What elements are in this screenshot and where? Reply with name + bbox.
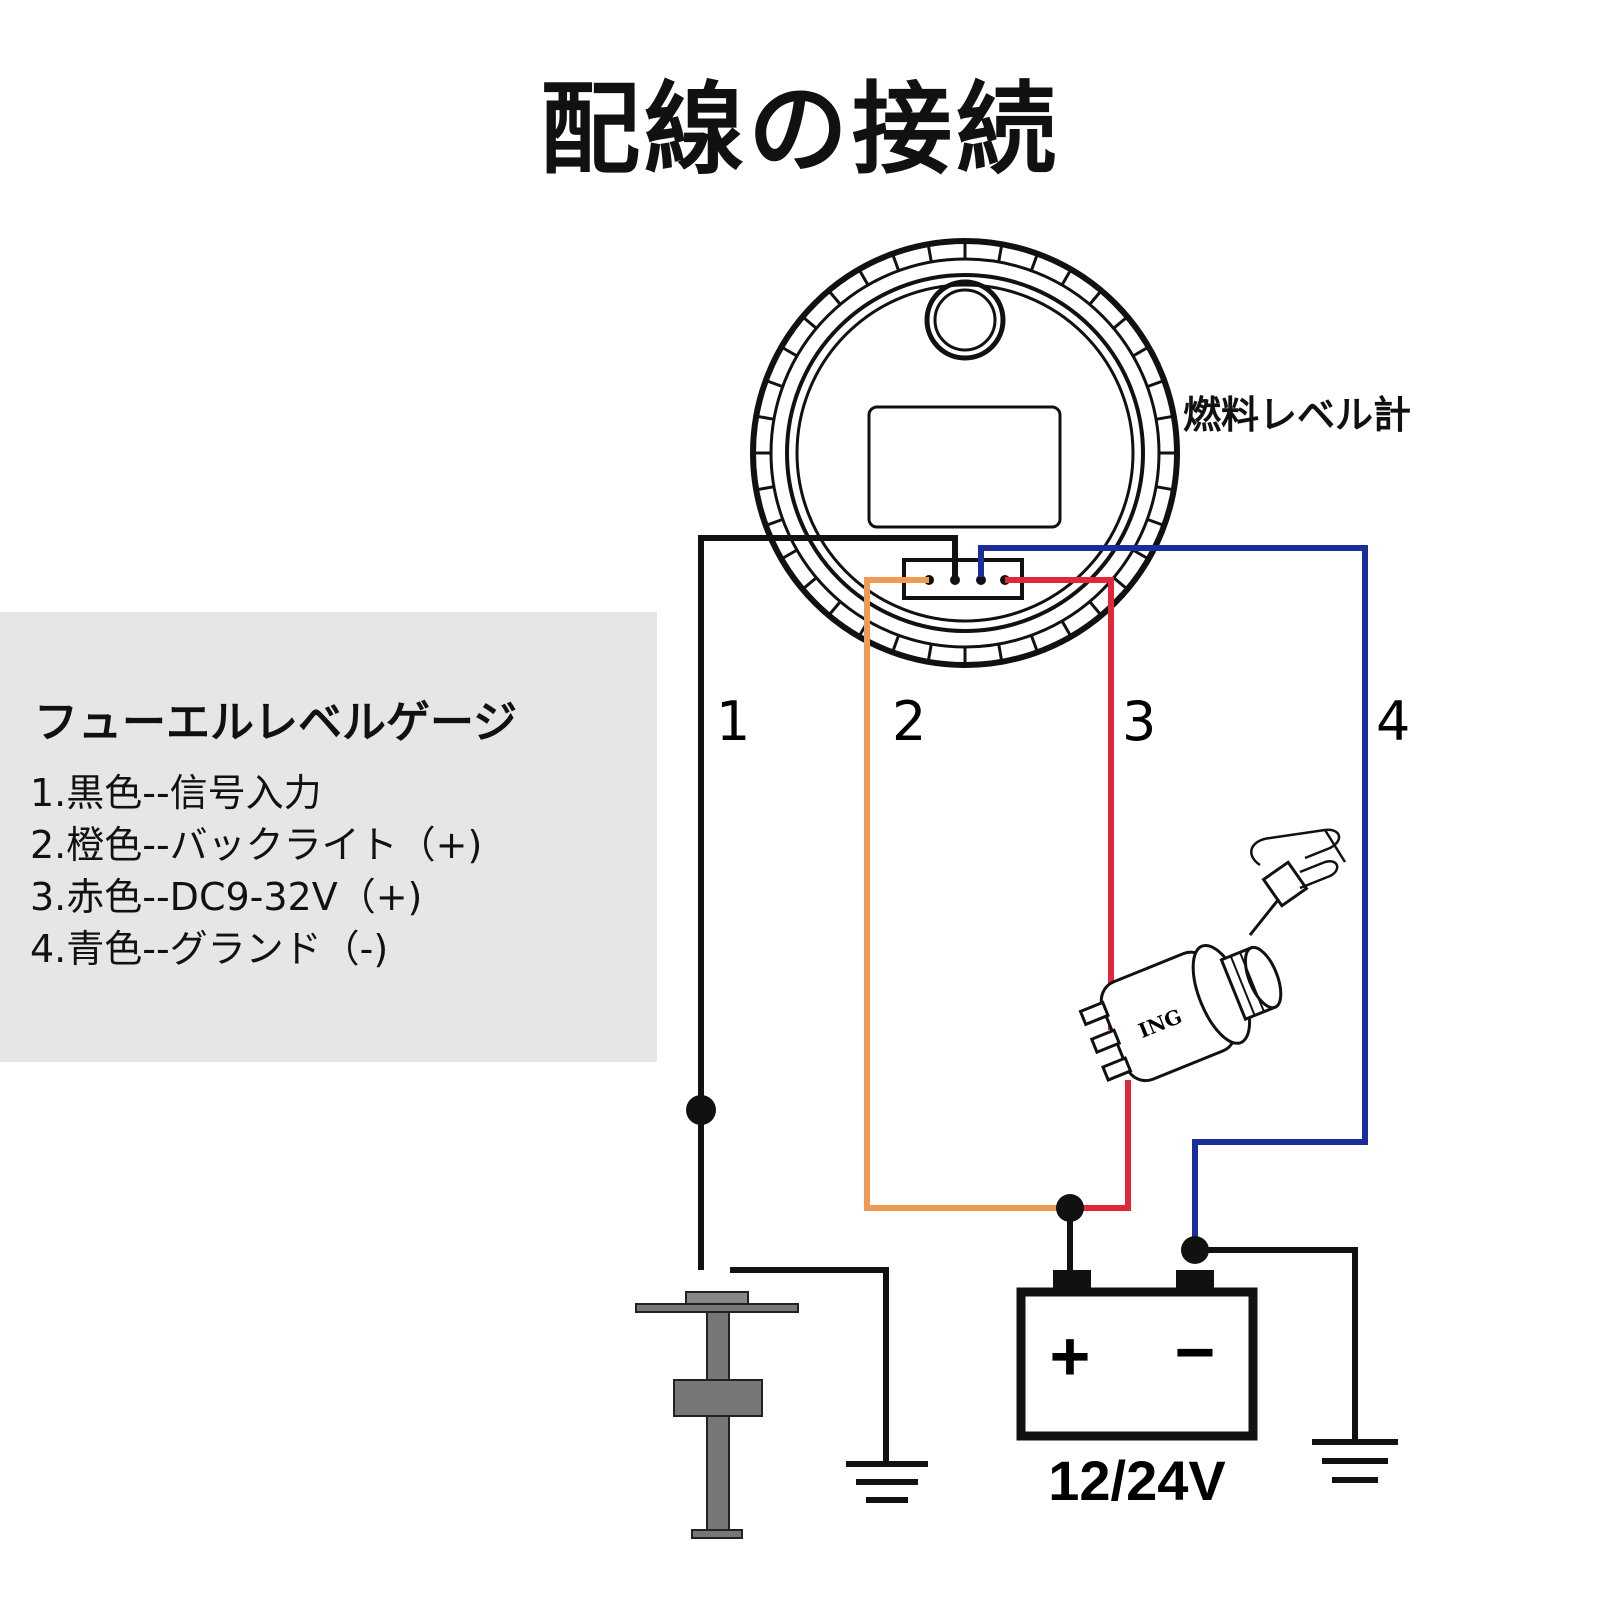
wire-number-4: 4	[1376, 690, 1410, 753]
page-title: 配線の接続	[540, 71, 1060, 188]
gauge-label: 燃料レベル計	[1183, 393, 1412, 437]
wire-4	[978, 545, 1368, 1250]
legend-panel: フューエルレベルゲージ 1.黒色--信号入力 2.橙色--バックライト（+) 3…	[0, 612, 657, 1062]
legend-heading: フューエルレベルゲージ	[34, 697, 518, 748]
legend-line-1: 1.黒色--信号入力	[30, 771, 322, 815]
wire-2	[864, 577, 1070, 1211]
wire-1	[698, 535, 958, 1270]
wire-number-2: 2	[892, 690, 926, 753]
wire-3-battery	[1070, 1080, 1131, 1211]
fuel-gauge-icon	[750, 238, 1180, 668]
legend-line-3: 3.赤色--DC9-32V（+)	[30, 875, 423, 919]
ignition-switch-icon: ING	[1078, 828, 1347, 1083]
ground-icon	[846, 1461, 928, 1503]
legend-line-4: 4.青色--グランド（-)	[30, 927, 389, 971]
fuel-sender-icon	[635, 1267, 889, 1539]
battery-plus-label: +	[1050, 1317, 1091, 1395]
junction-dot	[686, 1095, 716, 1125]
legend-line-2: 2.橙色--バックライト（+)	[30, 823, 483, 867]
battery-voltage-label: 12/24V	[1048, 1449, 1226, 1512]
wire-number-1: 1	[716, 690, 750, 753]
wire-3	[1005, 577, 1114, 1030]
battery-minus-label: −	[1175, 1313, 1216, 1391]
battery-ground-icon	[1312, 1439, 1398, 1483]
wire-number-3: 3	[1122, 690, 1156, 753]
battery-icon: + − 12/24V	[1016, 1194, 1358, 1512]
